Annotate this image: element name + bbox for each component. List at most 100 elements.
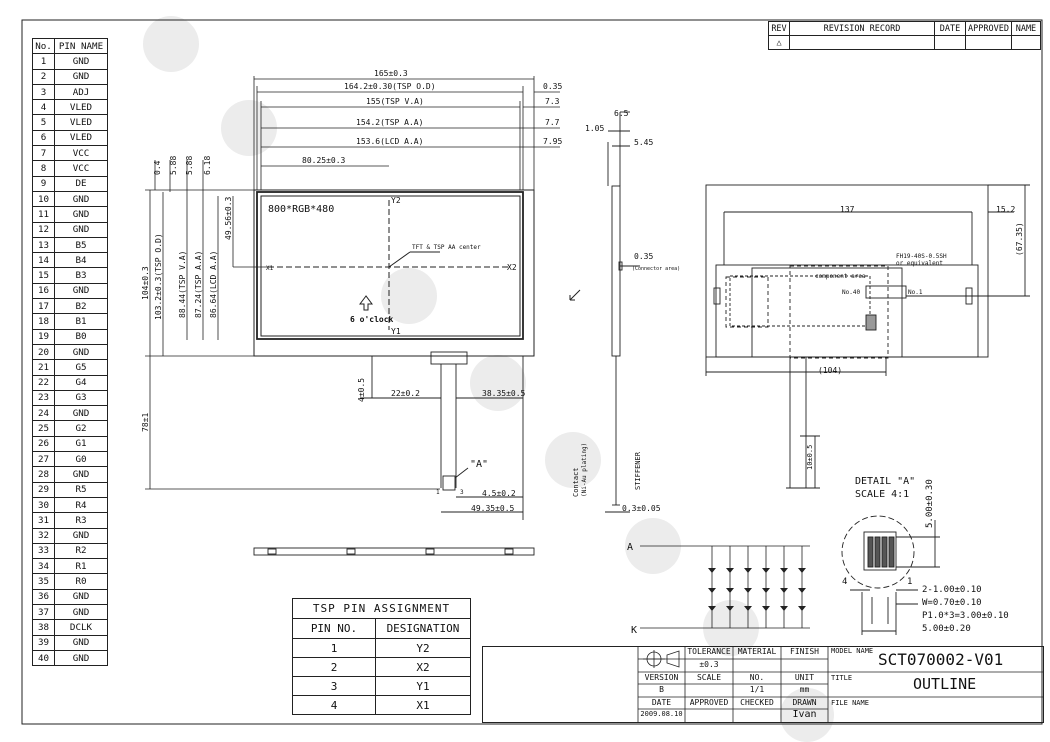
pin-no-cell: 10 [32, 190, 55, 208]
dim-1032: 103.2±0.3(TSP O.D) [154, 233, 163, 320]
dim-45: 4.5±0.2 [482, 489, 516, 498]
connector-equiv: or equivalent [896, 260, 943, 267]
dim-8664: 86.64(LCD A.A) [209, 251, 218, 318]
material-label: MATERIAL [737, 647, 777, 656]
version-value: B [659, 685, 664, 694]
pin-no-cell: 15 [32, 267, 55, 284]
dim-78: 78±1 [141, 413, 150, 432]
pin-name-cell: VLED [54, 114, 108, 131]
dim-22: 22±0.2 [391, 389, 420, 398]
title-label: TITLE [831, 674, 853, 682]
lcd-area [260, 195, 521, 337]
pin-no-cell: 19 [32, 328, 55, 345]
pin-no-cell: 13 [32, 236, 55, 254]
revision-record-header: REVISION RECORD [789, 21, 935, 36]
pin-no-cell: 3 [32, 83, 55, 101]
label-x2: X2 [507, 263, 517, 272]
dim-137: 137 [840, 205, 855, 214]
pin-no-cell: 38 [32, 619, 55, 636]
finish-label: FINISH [790, 647, 819, 656]
pin-name-cell: DE [54, 175, 108, 192]
view-arrow-icon [569, 289, 581, 301]
connector-area: (Connector area) [632, 266, 680, 272]
pin-name-cell: G2 [54, 420, 108, 437]
pitch-1: 2-1.00±0.10 [922, 585, 982, 595]
detail-title: DETAIL "A" [855, 476, 915, 487]
scale-label: SCALE [696, 673, 722, 682]
pin-name-cell: R3 [54, 512, 108, 529]
pin-no-cell: 11 [32, 206, 55, 223]
tsp-designation-cell: Y2 [375, 638, 471, 658]
label-y2: Y2 [391, 196, 401, 205]
table-header-row: No. PIN NAME [32, 37, 108, 55]
pin-name-cell: VLED [54, 99, 108, 116]
no40-label: No.40 [842, 289, 860, 296]
cathode-label: K [631, 625, 637, 636]
pin-name-cell: GND [54, 603, 108, 621]
detail-ref: "A" [470, 459, 488, 470]
pin-no-cell: 9 [32, 175, 55, 192]
label-y1: Y1 [391, 327, 401, 336]
dim-4956: 49.56±0.3 [224, 196, 233, 240]
pin-name-cell: R5 [54, 481, 108, 498]
pin-no-cell: 34 [32, 558, 55, 575]
detail-height: 5.00±0.30 [925, 479, 935, 528]
dim-65: 6.5 [614, 109, 629, 118]
pin-no-cell: 25 [32, 420, 55, 437]
drawing-border [21, 19, 1043, 725]
left-dimensions [145, 160, 440, 490]
dim-588a: 5.88 [169, 156, 178, 175]
detail-n4: 4 [842, 577, 847, 587]
pin-name-cell: B4 [54, 252, 108, 269]
dim-side-035: 0.35 [634, 252, 653, 261]
date-header: DATE [934, 21, 966, 36]
pin-name-cell: R4 [54, 496, 108, 514]
pin-no-cell: 37 [32, 603, 55, 621]
dim-3835: 38.35±0.5 [482, 389, 526, 398]
active-area [256, 191, 524, 340]
revision-table: REV REVISION RECORD DATE APPROVED NAME △ [768, 21, 1041, 50]
tsp-pin-assignment-table: TSP PIN ASSIGNMENT PIN NO. DESIGNATION 1… [292, 598, 471, 715]
pin-no-cell: 17 [32, 298, 55, 315]
title-block-grid [637, 647, 1043, 722]
pin-name-cell: GND [54, 206, 108, 223]
pin-no-cell: 5 [32, 114, 55, 131]
pin-no-cell: 20 [32, 343, 55, 361]
bg-circle [470, 355, 526, 411]
dim-035: 0.35 [543, 82, 562, 91]
pin-name-cell: ADJ [54, 83, 108, 101]
pin-no-cell: 27 [32, 451, 55, 468]
pin-name-cell: G4 [54, 374, 108, 391]
dim-155: 155(TSP V.A) [366, 97, 424, 106]
pin-name-cell: GND [54, 588, 108, 605]
pin-name-cell: VLED [54, 129, 108, 147]
tsp-table-title: TSP PIN ASSIGNMENT [292, 598, 471, 619]
title-block: TOLERANCE ±0.3 MATERIAL FINISH MODEL NAM… [482, 646, 1044, 723]
tsp-designation-header: DESIGNATION [375, 618, 471, 639]
no-value: 1/1 [749, 685, 765, 694]
rev-header: REV [768, 21, 790, 36]
pin-name-cell: B5 [54, 236, 108, 254]
clock-label: 6 o'clock [350, 315, 394, 324]
dim-795: 7.95 [543, 137, 562, 146]
file-name-label: FILE NAME [831, 699, 869, 707]
pin-no-cell: 36 [32, 588, 55, 605]
pin-name-cell: DCLK [54, 619, 108, 636]
pin-no-cell: 32 [32, 527, 55, 544]
dim-618: 6.18 [203, 156, 212, 175]
pin-name-cell: GND [54, 190, 108, 208]
